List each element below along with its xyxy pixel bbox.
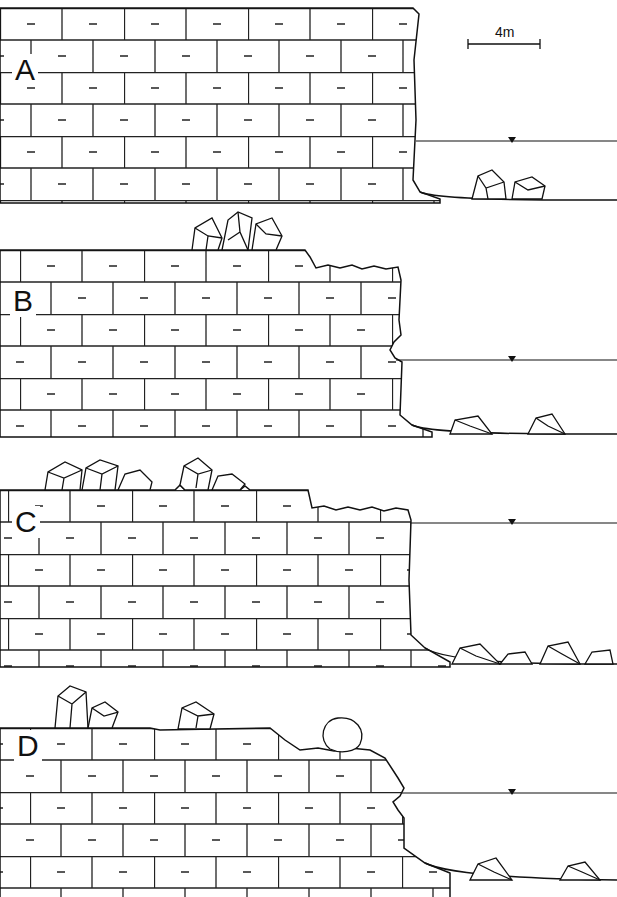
cliff [0,8,440,203]
boulders [55,686,600,880]
seabed [425,863,617,880]
panel-a [0,8,617,203]
boulders [192,212,565,434]
water-level [416,140,617,141]
panel-letter: C [12,506,40,538]
water-level [396,359,617,360]
boulders [45,458,613,664]
boulders [472,170,545,199]
water-marker [508,137,516,143]
panel-letter: A [12,54,38,86]
panel-b [0,212,617,437]
scale-bar [468,39,540,49]
panel-letter: B [10,285,36,317]
water-marker [508,519,516,525]
panel-d [0,686,617,897]
water-marker [508,789,516,795]
cliff [0,250,432,437]
panel-letter: D [14,730,42,762]
cliff [0,485,450,667]
water-level [402,792,617,793]
water-marker [508,356,516,362]
cliff [0,728,450,897]
water-level [411,522,617,523]
panel-c [0,458,617,667]
seabed [412,425,617,434]
scale-label: 4m [492,24,517,40]
